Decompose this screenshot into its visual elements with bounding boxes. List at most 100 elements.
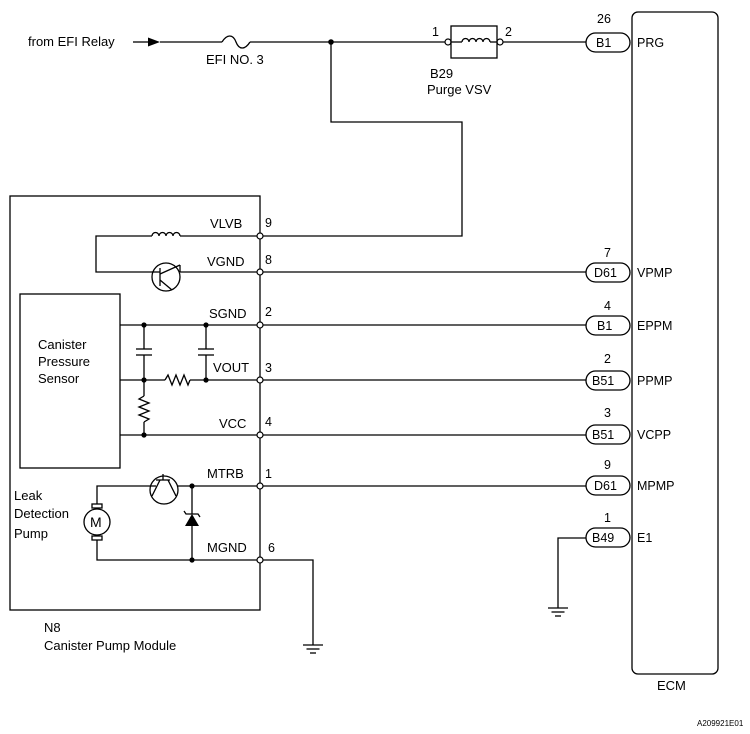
terminal-mtrb: MTRB 1 bbox=[207, 466, 272, 481]
ecm-pin-eppm: 4 B1 EPPM bbox=[585, 299, 672, 336]
svg-text:7: 7 bbox=[604, 246, 611, 260]
svg-text:B49: B49 bbox=[592, 531, 614, 545]
terminal-mgnd: MGND 6 bbox=[207, 540, 275, 555]
terminal-circle bbox=[256, 482, 264, 490]
svg-text:8: 8 bbox=[265, 253, 272, 267]
svg-text:2: 2 bbox=[604, 352, 611, 366]
vsv-code: B29 bbox=[430, 66, 453, 81]
svg-text:VLVB: VLVB bbox=[210, 216, 242, 231]
vsv-terminal-out bbox=[496, 38, 504, 46]
pump-label-1: Leak bbox=[14, 488, 43, 503]
terminal-circle bbox=[256, 376, 264, 384]
module-name: Canister Pump Module bbox=[44, 638, 176, 653]
ground-icon bbox=[548, 607, 568, 617]
motor-supply-wire bbox=[96, 485, 150, 504]
svg-text:VCC: VCC bbox=[219, 416, 246, 431]
motor-ground-wire bbox=[96, 540, 257, 561]
connector-b1 bbox=[585, 32, 631, 53]
coil-icon bbox=[461, 37, 491, 43]
ecm-pin-vcpp: 3 B51 VCPP bbox=[585, 406, 671, 445]
terminal-vgnd: VGND 8 bbox=[207, 253, 272, 269]
svg-text:PRG: PRG bbox=[637, 36, 664, 50]
svg-text:4: 4 bbox=[604, 299, 611, 313]
svg-text:MGND: MGND bbox=[207, 540, 247, 555]
pump-label-3: Pump bbox=[14, 526, 48, 541]
canister-pump-module bbox=[9, 195, 261, 611]
mgnd-ground-wire bbox=[260, 559, 314, 645]
svg-text:D61: D61 bbox=[594, 479, 617, 493]
svg-text:B1: B1 bbox=[596, 36, 611, 50]
svg-text:9: 9 bbox=[265, 216, 272, 230]
zener-diode-icon bbox=[183, 486, 201, 560]
svg-text:B51: B51 bbox=[592, 374, 614, 388]
ecm-pin-ppmp: 2 B51 PPMP bbox=[585, 352, 672, 391]
svg-text:D61: D61 bbox=[594, 266, 617, 280]
svg-text:1: 1 bbox=[265, 467, 272, 481]
motor-letter: M bbox=[90, 514, 102, 530]
coil-icon bbox=[151, 231, 181, 237]
svg-text:VCPP: VCPP bbox=[637, 428, 671, 442]
terminal-circle bbox=[256, 431, 264, 439]
svg-text:9: 9 bbox=[604, 458, 611, 472]
motor-icon: M bbox=[83, 503, 111, 541]
pump-label-2: Detection bbox=[14, 506, 69, 521]
svg-text:2: 2 bbox=[265, 305, 272, 319]
vsv-name: Purge VSV bbox=[427, 82, 492, 97]
vsv-terminal-in bbox=[444, 38, 452, 46]
ecm-pin-e1: 1 B49 E1 bbox=[585, 511, 652, 548]
svg-text:MPMP: MPMP bbox=[637, 479, 675, 493]
sensor-label-1: Canister bbox=[38, 337, 87, 352]
sensor-label-3: Sensor bbox=[38, 371, 80, 386]
terminal-circle bbox=[256, 268, 264, 276]
ecm-pin-vpmp: 7 D61 VPMP bbox=[585, 246, 672, 283]
svg-text:6: 6 bbox=[268, 541, 275, 555]
resistor-icon bbox=[164, 373, 191, 387]
transistor-icon bbox=[149, 474, 179, 505]
svg-text:E1: E1 bbox=[637, 531, 652, 545]
svg-text:VPMP: VPMP bbox=[637, 266, 672, 280]
terminal-sgnd: SGND 2 bbox=[209, 305, 272, 321]
svg-text:VOUT: VOUT bbox=[213, 360, 249, 375]
sensor-label-2: Pressure bbox=[38, 354, 90, 369]
fuse-icon bbox=[221, 35, 251, 49]
svg-text:4: 4 bbox=[265, 415, 272, 429]
svg-text:1: 1 bbox=[604, 511, 611, 525]
e1-ground-wire bbox=[557, 537, 586, 608]
vlvb-supply-wire bbox=[260, 42, 463, 237]
capacitor-icon bbox=[136, 325, 152, 380]
svg-text:SGND: SGND bbox=[209, 306, 247, 321]
terminal-circle bbox=[256, 321, 264, 329]
vsv-pin-2: 2 bbox=[505, 25, 512, 39]
svg-text:26: 26 bbox=[597, 12, 611, 26]
ecm-pin-prg: 26 B1 PRG bbox=[585, 12, 664, 53]
svg-text:VGND: VGND bbox=[207, 254, 245, 269]
terminal-vlvb: VLVB 9 bbox=[210, 216, 272, 231]
svg-text:B1: B1 bbox=[597, 319, 612, 333]
vsv-pin-1: 1 bbox=[432, 25, 439, 39]
fuse-label: EFI NO. 3 bbox=[206, 52, 264, 67]
svg-text:MTRB: MTRB bbox=[207, 466, 244, 481]
source-label: from EFI Relay bbox=[28, 34, 115, 49]
svg-text:PPMP: PPMP bbox=[637, 374, 672, 388]
svg-text:3: 3 bbox=[265, 361, 272, 375]
terminal-circle bbox=[256, 232, 264, 240]
pressure-sensor-box bbox=[19, 293, 121, 469]
capacitor-icon bbox=[198, 325, 214, 380]
ecm-body bbox=[631, 11, 719, 675]
resistor-icon bbox=[137, 395, 151, 423]
terminal-circle bbox=[256, 556, 264, 564]
svg-text:EPPM: EPPM bbox=[637, 319, 672, 333]
terminal-vcc: VCC 4 bbox=[219, 415, 272, 431]
svg-text:B51: B51 bbox=[592, 428, 614, 442]
svg-text:3: 3 bbox=[604, 406, 611, 420]
ecm-label: ECM bbox=[657, 678, 686, 693]
valve-loop-wire bbox=[95, 235, 152, 273]
figure-id: A209921E01 bbox=[697, 719, 744, 728]
transistor-icon bbox=[151, 262, 257, 292]
ecm-pin-mpmp: 9 D61 MPMP bbox=[585, 458, 675, 496]
ground-icon bbox=[303, 644, 323, 654]
module-code: N8 bbox=[44, 620, 61, 635]
arrow-icon bbox=[148, 37, 160, 47]
